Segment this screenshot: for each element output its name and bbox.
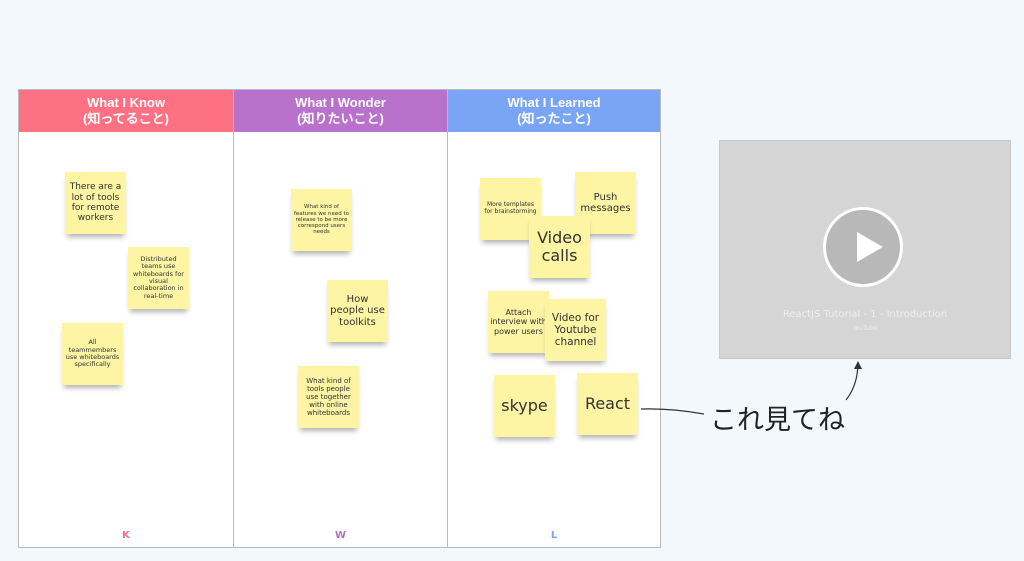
note-text: Video for Youtube channel <box>551 311 600 349</box>
column-title: What I Know <box>87 95 165 110</box>
column-letter: K <box>122 530 130 541</box>
annotation-text: これ見てね <box>710 405 845 436</box>
note-text: There are a lot of tools for remote work… <box>69 182 122 224</box>
note-text: Attach interview with power users <box>490 308 547 336</box>
column-know: What I Know(知ってること) K <box>19 90 234 547</box>
note-text: All teammembers use whiteboards specific… <box>65 338 120 369</box>
column-header-learned: What I Learned(知ったこと) <box>448 90 660 132</box>
sticky-note[interactable]: What kind of features we need to release… <box>291 189 352 251</box>
column-letter: W <box>334 530 347 541</box>
video-title: ReactJS Tutorial - 1 - Introduction <box>782 309 948 320</box>
sticky-note[interactable]: All teammembers use whiteboards specific… <box>62 323 123 385</box>
note-text: How people use toolkits <box>330 293 385 328</box>
play-icon[interactable] <box>823 207 903 287</box>
sticky-note[interactable]: How people use toolkits <box>327 280 388 342</box>
arrow-head-icon <box>854 361 862 369</box>
column-subtitle: (知りたいこと) <box>297 111 384 126</box>
sticky-note[interactable]: Distributed teams use whiteboards for vi… <box>128 247 189 309</box>
column-subtitle: (知ってること) <box>82 111 169 126</box>
sticky-note[interactable]: What kind of tools people use together w… <box>298 366 359 428</box>
note-text: More templates for brainstorming <box>484 201 537 215</box>
note-text: What kind of tools people use together w… <box>306 376 351 418</box>
sticky-note[interactable]: React <box>577 373 638 435</box>
note-text: skype <box>501 395 548 415</box>
video-embed[interactable]: ReactJS Tutorial - 1 - Introduction YouT… <box>719 140 1011 359</box>
note-text: Push messages <box>580 191 631 215</box>
sticky-note[interactable]: There are a lot of tools for remote work… <box>65 172 126 234</box>
note-text: What kind of features we need to release… <box>293 204 350 236</box>
column-title: What I Wonder <box>295 95 386 110</box>
sticky-note[interactable]: skype <box>494 375 555 437</box>
connector-line <box>640 408 705 415</box>
sticky-note[interactable]: Video for Youtube channel <box>545 299 606 361</box>
sticky-note[interactable]: Attach interview with power users <box>488 291 549 353</box>
column-learned: What I Learned(知ったこと) L <box>448 90 660 547</box>
column-subtitle: (知ったこと) <box>517 111 591 126</box>
column-header-know: What I Know(知ってること) <box>19 90 233 132</box>
column-wonder: What I Wonder(知りたいこと) W <box>234 90 448 547</box>
note-text: React <box>584 393 631 413</box>
note-text: Distributed teams use whiteboards for vi… <box>133 254 184 300</box>
column-header-wonder: What I Wonder(知りたいこと) <box>234 90 447 132</box>
note-text: Video calls <box>537 227 582 265</box>
video-source: YouTube <box>852 325 878 332</box>
column-title: What I Learned <box>507 95 601 110</box>
column-letter: L <box>550 530 558 541</box>
sticky-note[interactable]: Video calls <box>529 216 590 278</box>
